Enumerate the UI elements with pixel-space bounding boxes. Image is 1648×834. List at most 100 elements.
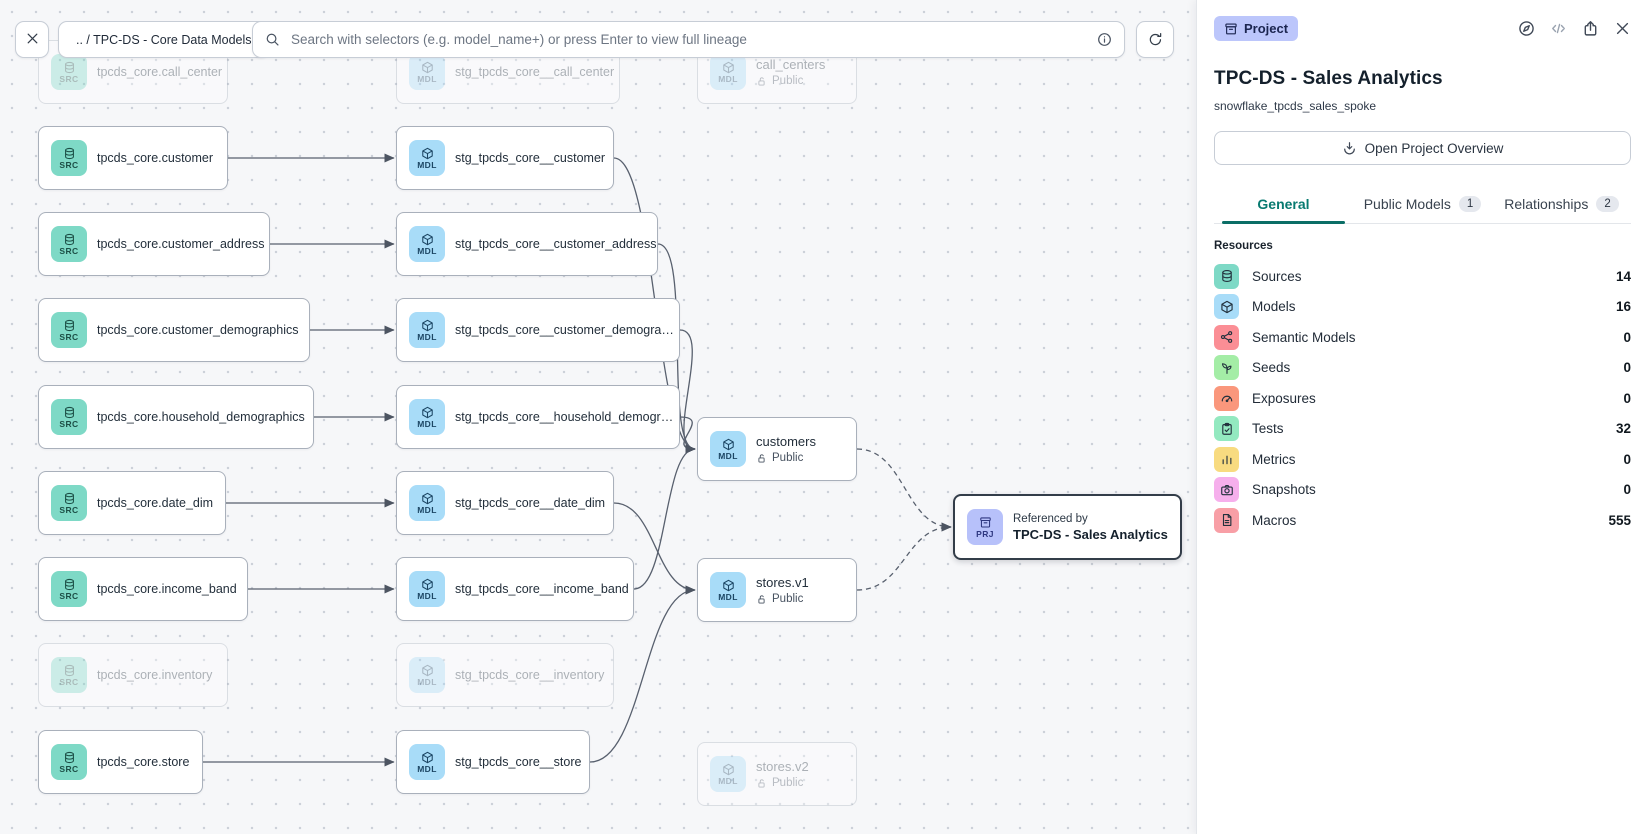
node-text: stg_tpcds_core__income_band — [455, 582, 629, 596]
close-panel-button[interactable] — [1614, 20, 1631, 37]
node-access-label: Public — [772, 452, 804, 464]
resource-count: 555 — [1608, 512, 1631, 528]
cube-icon: MDL — [710, 572, 746, 608]
close-lineage-button[interactable] — [15, 21, 49, 58]
node-label: customers — [756, 434, 816, 449]
lineage-edge-mdl_income_band--mdl_customers — [633, 444, 696, 590]
node-access-label: Public — [772, 593, 804, 605]
resource-count: 0 — [1623, 360, 1631, 376]
node-text: tpcds_core.income_band — [97, 582, 237, 596]
open-project-overview-button[interactable]: Open Project Overview — [1214, 131, 1631, 165]
node-label: tpcds_core.customer — [97, 151, 214, 165]
info-icon[interactable] — [1097, 32, 1112, 47]
node-text: stg_tpcds_core__store — [455, 755, 582, 769]
resource-count: 32 — [1615, 421, 1631, 437]
project-details-panel: Project TPC-DS - Sales Analytics snowfla… — [1196, 0, 1648, 834]
project-title: TPC-DS - Sales Analytics — [1214, 68, 1443, 89]
node-text: stg_tpcds_core__customer — [455, 151, 606, 165]
node-label: stg_tpcds_core__store — [455, 755, 582, 769]
lock-open-icon — [756, 594, 767, 605]
database-icon: SRC — [51, 312, 87, 348]
node-label: tpcds_core.inventory — [97, 668, 213, 682]
semantic-model-icon — [1214, 324, 1239, 350]
node-label: tpcds_core.household_demographics — [97, 410, 305, 424]
node-label: tpcds_core.store — [97, 755, 190, 769]
node-label: TPC-DS - Sales Analytics — [1013, 526, 1168, 542]
database-icon — [1214, 263, 1239, 289]
lineage-node-mdl_income_band[interactable]: MDL stg_tpcds_core__income_band — [396, 557, 634, 621]
share-panel-button[interactable] — [1582, 20, 1599, 37]
node-text: stg_tpcds_core__customer_demogra… — [455, 323, 674, 337]
cube-icon: MDL — [409, 140, 445, 176]
tab-general[interactable]: General — [1214, 187, 1353, 224]
lineage-search[interactable] — [252, 21, 1125, 58]
cube-icon: MDL — [409, 657, 445, 693]
seed-icon — [1214, 355, 1239, 381]
node-text: tpcds_core.customer_address — [97, 237, 264, 251]
node-text: tpcds_core.call_center — [97, 65, 223, 79]
node-label: stg_tpcds_core__customer_address — [455, 237, 657, 251]
cube-icon: MDL — [409, 54, 445, 90]
search-input[interactable] — [289, 31, 1088, 48]
node-text: tpcds_core.household_demographics — [97, 410, 305, 424]
resource-label: Metrics — [1252, 451, 1296, 467]
cube-icon: MDL — [409, 571, 445, 607]
resource-count: 0 — [1623, 390, 1631, 406]
node-access-label: Public — [772, 777, 804, 789]
cube-icon: MDL — [409, 312, 445, 348]
lineage-node-mdl_customer[interactable]: MDL stg_tpcds_core__customer — [396, 126, 614, 190]
tab-count-badge: 1 — [1458, 196, 1482, 212]
node-label: tpcds_core.call_center — [97, 65, 223, 79]
node-label: stores.v1 — [756, 575, 809, 590]
resource-label: Snapshots — [1252, 482, 1316, 498]
refresh-lineage-button[interactable] — [1136, 21, 1174, 58]
node-referenced-by: Referenced by — [1013, 512, 1088, 525]
lineage-node-src_store[interactable]: SRC tpcds_core.store — [38, 730, 203, 794]
project-icon: PRJ — [967, 509, 1003, 545]
node-text: tpcds_core.customer_demographics — [97, 323, 299, 337]
lineage-node-mdl_customer_address[interactable]: MDL stg_tpcds_core__customer_address — [396, 212, 658, 276]
resource-label: Tests — [1252, 421, 1284, 437]
resource-row-snapshots: Snapshots 0 — [1214, 475, 1631, 506]
cube-icon: MDL — [409, 226, 445, 262]
code-panel-button[interactable] — [1550, 20, 1567, 37]
lineage-node-mdl_customer_demographics[interactable]: MDL stg_tpcds_core__customer_demogra… — [396, 298, 680, 362]
refresh-icon — [1148, 32, 1163, 47]
lineage-node-src_customer_demographics[interactable]: SRC tpcds_core.customer_demographics — [38, 298, 310, 362]
cube-icon: MDL — [710, 756, 746, 792]
explore-panel-button[interactable] — [1518, 20, 1535, 37]
node-text: tpcds_core.date_dim — [97, 496, 213, 510]
breadcrumb[interactable]: .. / TPC-DS - Core Data Models — [58, 21, 270, 58]
node-label: stg_tpcds_core__customer — [455, 151, 606, 165]
node-access-label: Public — [772, 75, 804, 87]
explore-icon — [1518, 20, 1535, 37]
search-icon — [265, 32, 280, 47]
database-icon: SRC — [51, 744, 87, 780]
node-text: stg_tpcds_core__date_dim — [455, 496, 605, 510]
resource-count: 0 — [1623, 482, 1631, 498]
